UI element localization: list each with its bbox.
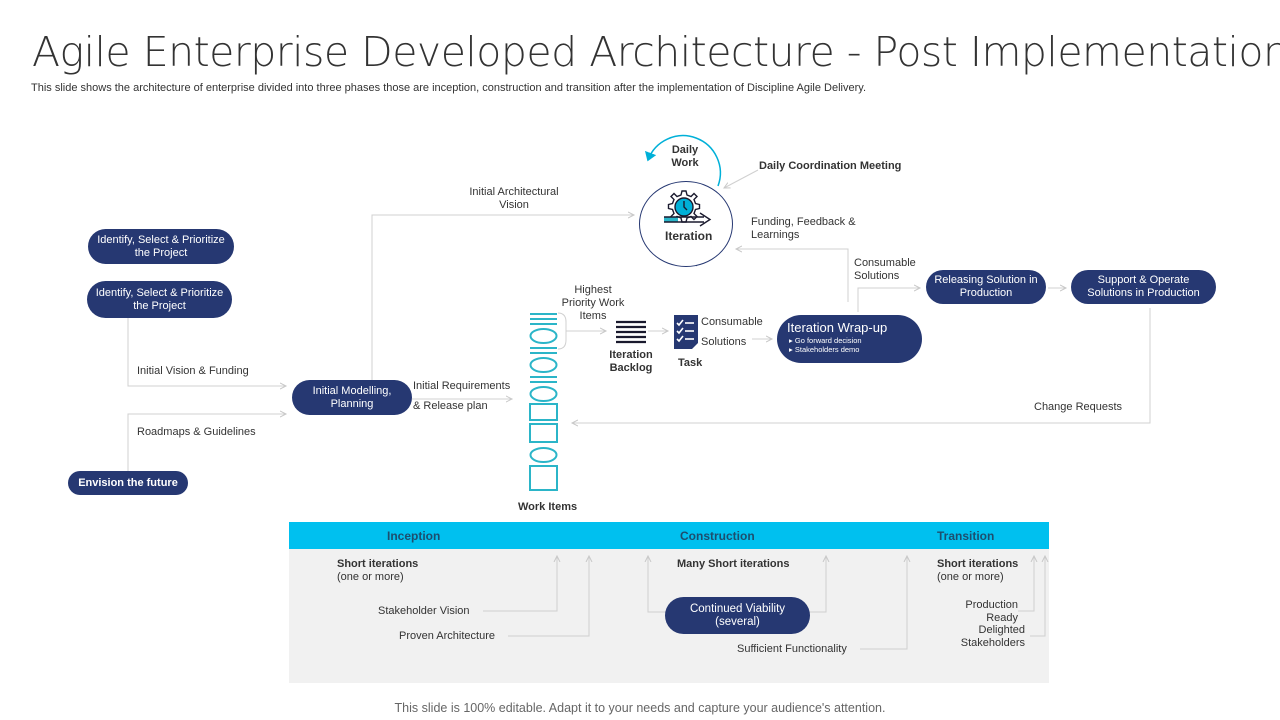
wrapup-bullet-go-forward: ▸ Go forward decision: [789, 336, 862, 345]
milestone-sufficient-functionality: Sufficient Functionality: [737, 643, 847, 655]
milestone-proven-architecture: Proven Architecture: [399, 630, 495, 642]
label-consumable-solutions: Consumable Solutions: [854, 257, 916, 282]
edge-roadmaps: [127, 414, 286, 471]
milestone-delighted-stakeholders: Delighted Stakeholders: [960, 624, 1025, 649]
phase-inception-title: Inception: [387, 529, 441, 543]
label-consumable: Consumable: [701, 316, 763, 328]
iteration-label: Iteration: [665, 229, 713, 243]
identify-select-prioritize-node-2[interactable]: Identify, Select & Prioritize the Projec…: [87, 281, 232, 318]
envision-future-node[interactable]: Envision the future: [68, 471, 188, 495]
label-highest-priority: Highest Priority Work Items: [561, 284, 625, 322]
continued-viability-node[interactable]: Continued Viability (several): [665, 597, 810, 634]
daily-work-loop-arrow: [645, 134, 722, 187]
edge-daily-coord: [724, 169, 759, 188]
label-initial-requirements: Initial Requirements: [413, 380, 511, 392]
label-initial-vision-funding: Initial Vision & Funding: [137, 365, 249, 377]
iteration-node[interactable]: Iteration: [639, 181, 733, 267]
iteration-wrapup-node[interactable]: Iteration Wrap-up ▸ Go forward decision …: [777, 315, 922, 363]
label-initial-architectural-vision: Initial Architectural Vision: [469, 186, 559, 211]
task-label: Task: [678, 357, 703, 369]
daily-work-label: Daily Work: [671, 144, 699, 169]
edge-consumable: [857, 288, 920, 312]
milestone-production-ready: Production Ready: [965, 599, 1018, 624]
slide-subtitle: This slide shows the architecture of ent…: [31, 82, 867, 94]
slide-footer: This slide is 100% editable. Adapt it to…: [394, 701, 886, 715]
inception-iterations: Short iterations: [337, 558, 419, 570]
label-funding-feedback: Funding, Feedback & Learnings: [751, 216, 856, 241]
milestone-stakeholder-vision: Stakeholder Vision: [378, 605, 470, 617]
phase-construction-title: Construction: [680, 529, 755, 543]
edge-initial-vision: [127, 318, 286, 386]
task-checklist-icon: [674, 315, 698, 349]
label-solutions: Solutions: [701, 336, 747, 348]
construction-iterations: Many Short iterations: [677, 558, 790, 570]
transition-iterations: Short iterations: [937, 558, 1019, 570]
edge-funding: [736, 249, 849, 302]
backlog-list-icon: [616, 320, 646, 344]
daily-coordination-label: Daily Coordination Meeting: [759, 160, 902, 172]
releasing-solution-node[interactable]: Releasing Solution in Production: [926, 270, 1046, 304]
wrapup-bullet-stakeholders-demo: ▸ Stakeholders demo: [789, 345, 860, 354]
label-release-plan: & Release plan: [413, 400, 488, 412]
initial-modelling-node[interactable]: Initial Modelling, Planning: [292, 380, 412, 415]
transition-iterations-sub: (one or more): [937, 571, 1004, 583]
support-operate-node[interactable]: Support & Operate Solutions in Productio…: [1071, 270, 1216, 304]
work-items-stack-icon: [529, 313, 558, 491]
work-items-label: Work Items: [518, 501, 578, 513]
iteration-wrapup-title: Iteration Wrap-up: [787, 320, 888, 335]
phase-header-bar: [289, 522, 1049, 549]
iteration-backlog-label: Iteration Backlog: [609, 349, 653, 374]
gear-clock-icon: [664, 190, 712, 227]
edge-arch-vision: [371, 215, 634, 380]
identify-select-prioritize-node-1[interactable]: Identify, Select & Prioritize the Projec…: [88, 229, 234, 264]
phase-transition-title: Transition: [937, 529, 995, 543]
edge-change-requests: [572, 308, 1151, 423]
inception-iterations-sub: (one or more): [337, 571, 404, 583]
label-change-requests: Change Requests: [1034, 401, 1123, 413]
label-roadmaps-guidelines: Roadmaps & Guidelines: [137, 426, 256, 438]
slide-title: Agile Enterprise Developed Architecture …: [32, 28, 1280, 76]
